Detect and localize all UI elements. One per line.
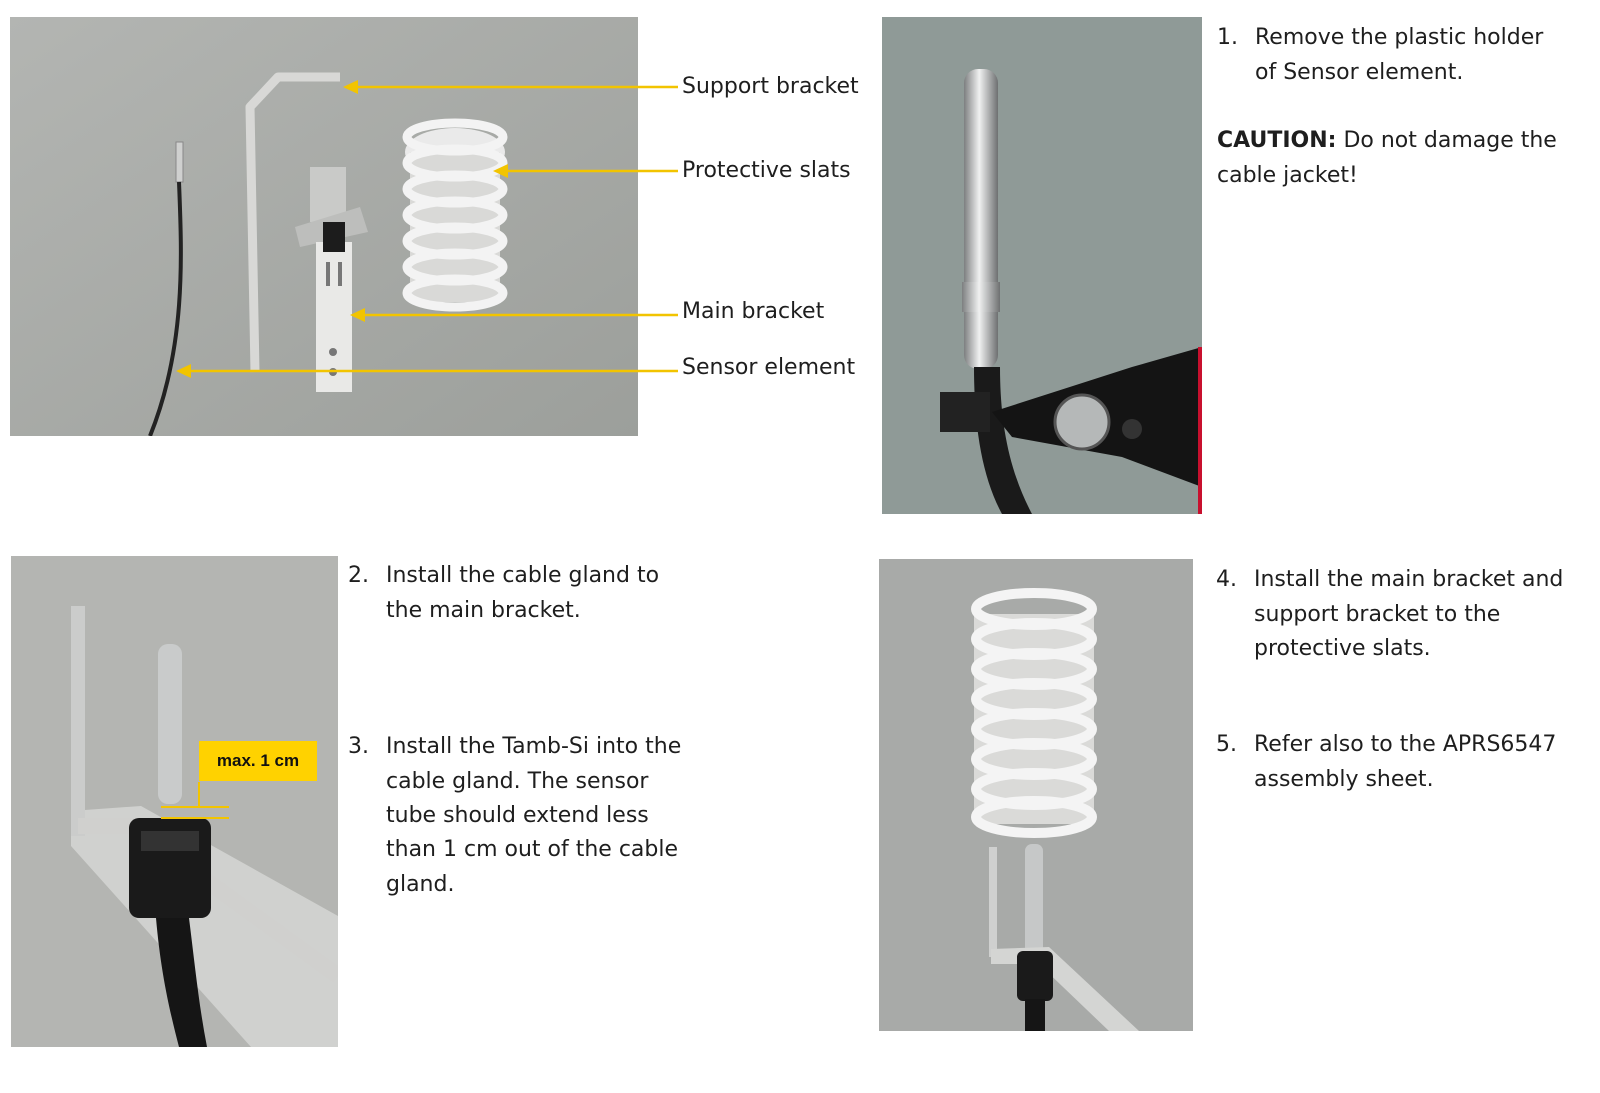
caution-note: CAUTION: Do not damage the cable jacket! — [1217, 123, 1587, 193]
callout-protective-slats: Protective slats — [682, 158, 851, 183]
assembled-photo — [879, 559, 1193, 1031]
step-4-number: 4. — [1216, 567, 1237, 592]
step-1-line-2: of Sensor element. — [1255, 60, 1464, 85]
step-1: 1. Remove the plastic holder of Sensor e… — [1217, 20, 1587, 92]
step-2-line-1: Install the cable gland to — [386, 563, 660, 588]
step-4: 4. Install the main bracket and support … — [1216, 562, 1596, 668]
step-3-line-1: Install the Tamb-Si into the — [386, 734, 682, 759]
step-3-line-5: gland. — [386, 872, 455, 897]
caution-label: CAUTION: — [1217, 128, 1337, 153]
step-1-line-1: Remove the plastic holder — [1255, 25, 1544, 50]
parts-photo — [10, 17, 638, 436]
step-3: 3. Install the Tamb-Si into the cable gl… — [348, 729, 728, 909]
step-3-line-3: tube should extend less — [386, 803, 649, 828]
step-4-line-2: support bracket to the — [1254, 602, 1501, 627]
step-4-line-1: Install the main bracket and — [1254, 567, 1564, 592]
pliers-photo — [882, 17, 1202, 514]
step-3-line-2: cable gland. The sensor — [386, 769, 649, 794]
callout-lines — [638, 85, 678, 373]
cable-gland-photo-icon — [11, 556, 338, 1047]
step-5-number: 5. — [1216, 732, 1237, 757]
callout-sensor-element: Sensor element — [682, 355, 856, 380]
caution-text: Do not damage the — [1336, 128, 1557, 153]
step-1-number: 1. — [1217, 25, 1238, 50]
step-5-line-2: assembly sheet. — [1254, 767, 1434, 792]
step-2-line-2: the main bracket. — [386, 598, 581, 623]
assembled-shield-photo-icon — [879, 559, 1193, 1031]
pliers-photo-icon — [882, 17, 1202, 514]
step-3-line-4: than 1 cm out of the cable — [386, 837, 679, 862]
step-5: 5. Refer also to the APRS6547 assembly s… — [1216, 727, 1596, 799]
step-3-number: 3. — [348, 734, 369, 759]
callout-main-bracket: Main bracket — [682, 299, 825, 324]
sensor-parts-photo-icon — [10, 17, 638, 436]
callout-support-bracket: Support bracket — [682, 74, 859, 99]
step-2: 2. Install the cable gland to the main b… — [348, 558, 728, 630]
caution-text-2: cable jacket! — [1217, 163, 1358, 188]
step-2-number: 2. — [348, 563, 369, 588]
gland-photo — [11, 556, 338, 1047]
step-4-line-3: protective slats. — [1254, 636, 1431, 661]
step-5-line-1: Refer also to the APRS6547 — [1254, 732, 1557, 757]
max-length-badge: max. 1 cm — [199, 741, 317, 781]
